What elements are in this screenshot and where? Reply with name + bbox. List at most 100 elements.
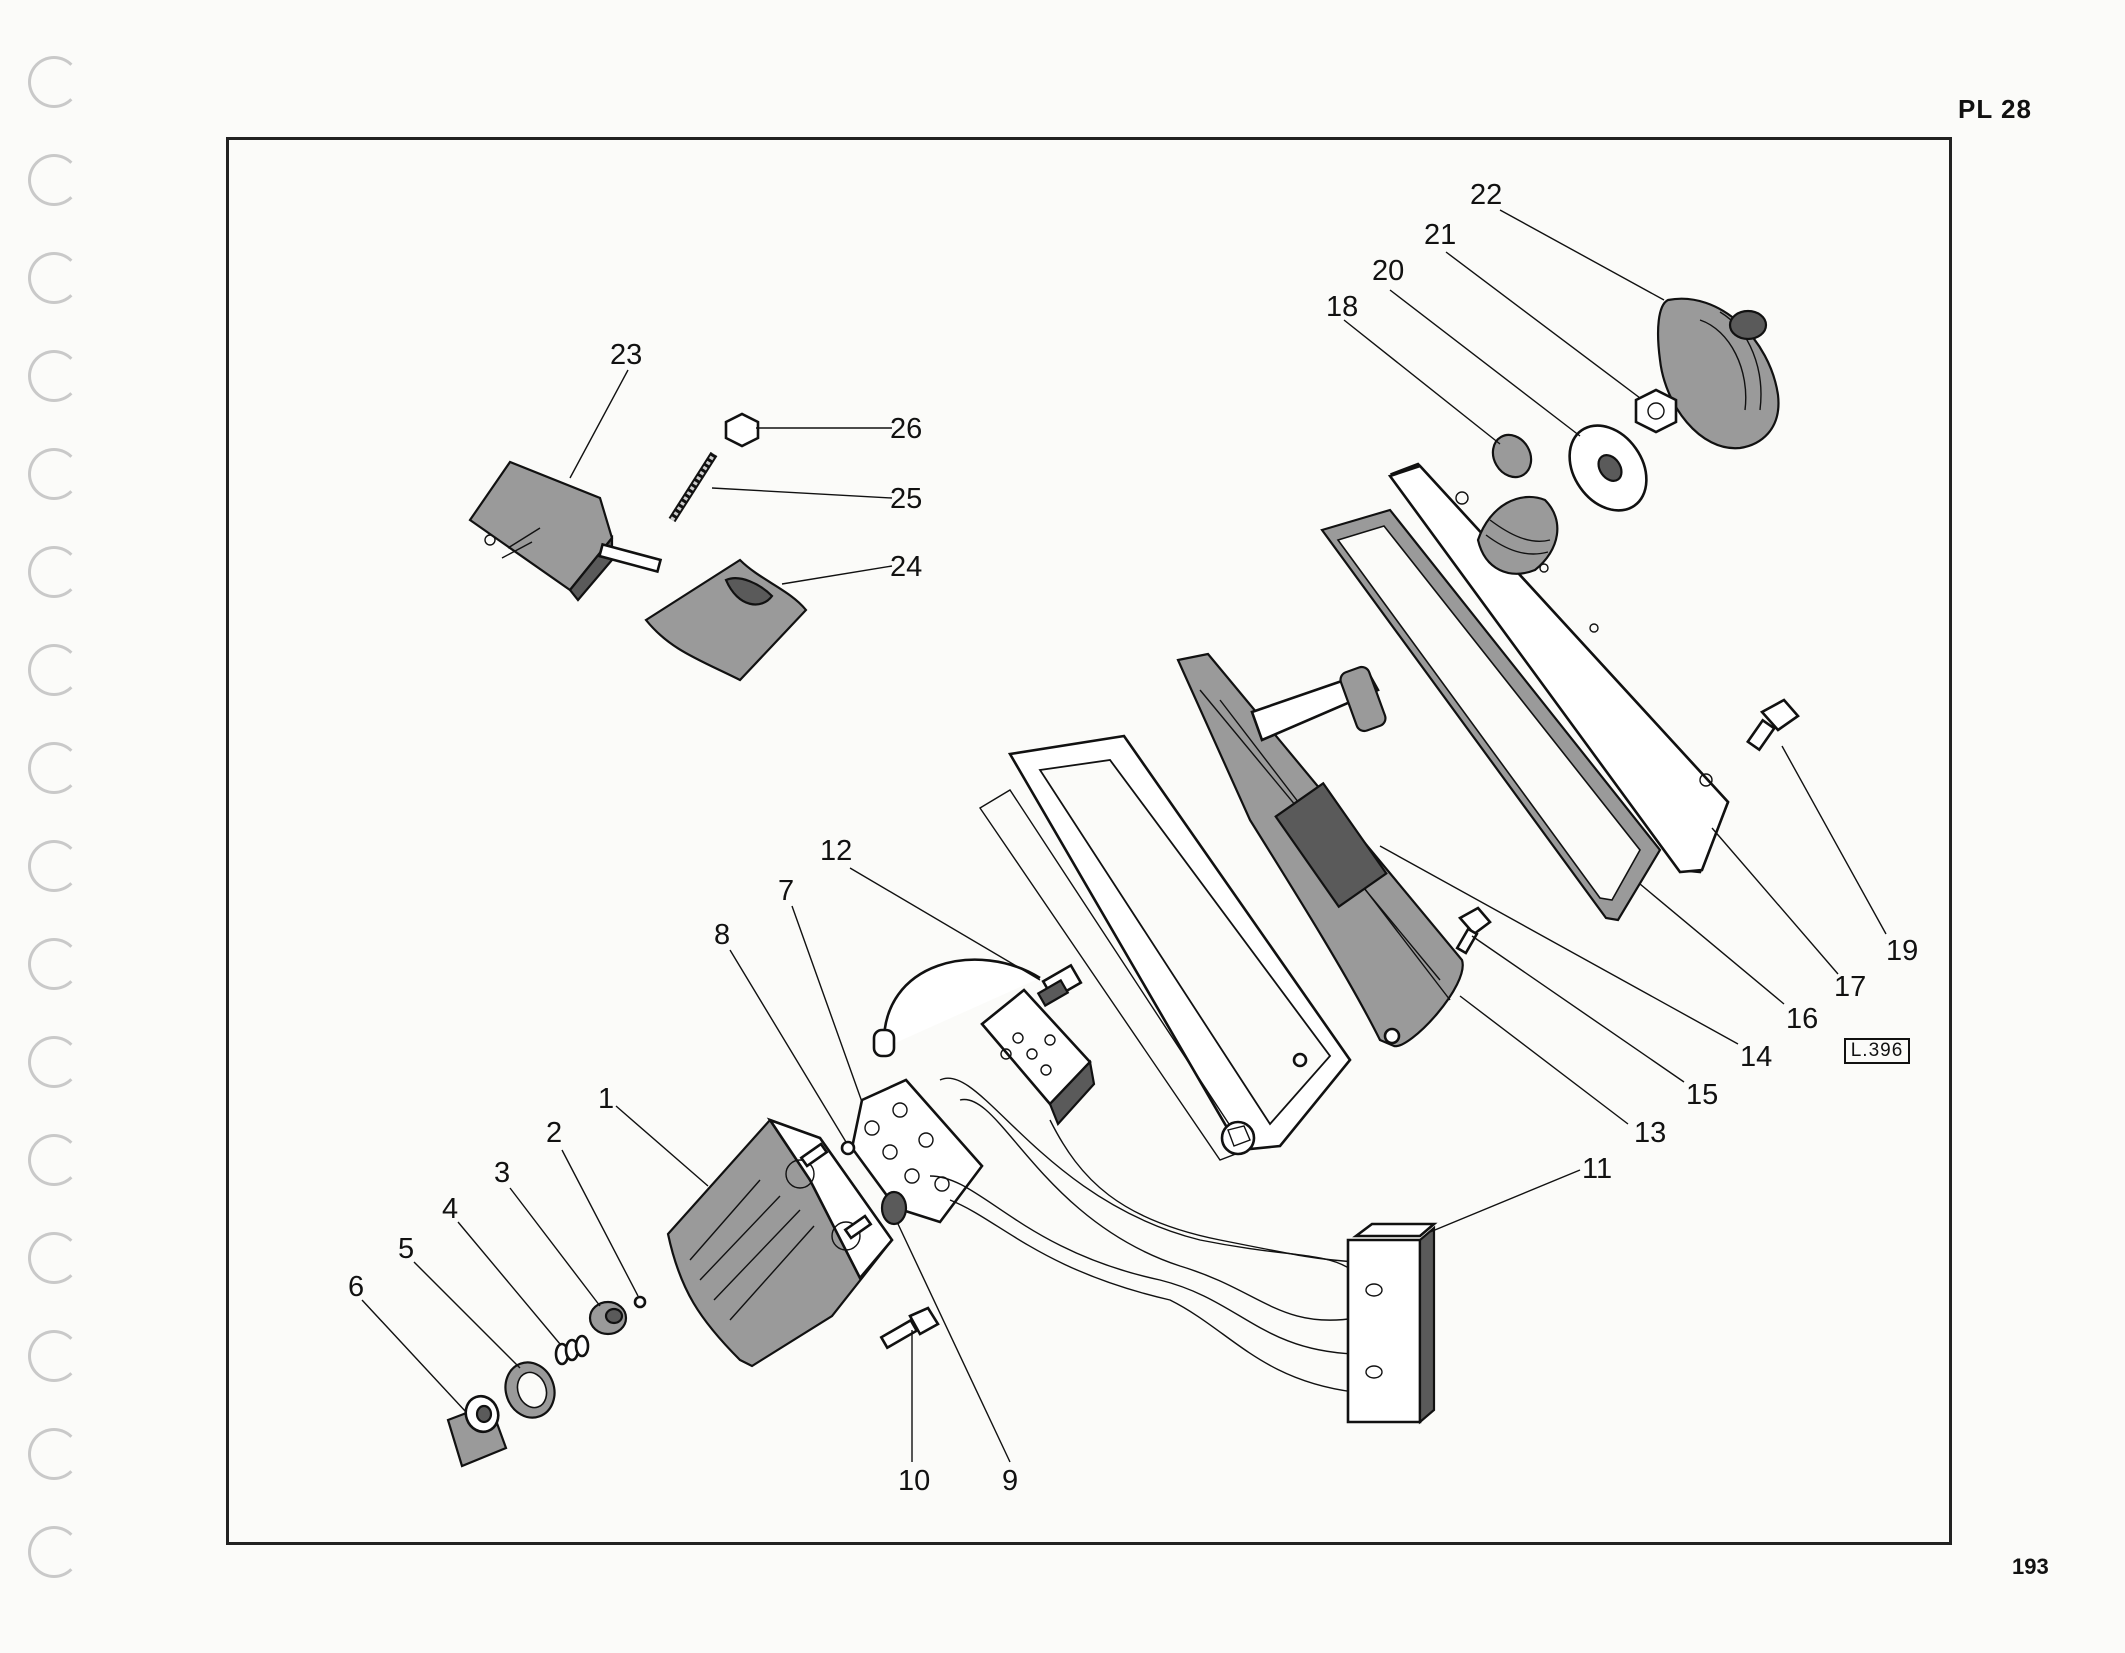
leader-line-16: [1639, 883, 1785, 1005]
callout-25: 25: [890, 483, 922, 515]
part-5-ring: [504, 1361, 556, 1419]
diagram-frame: [226, 137, 1952, 1545]
part-6-bush: [446, 1394, 508, 1468]
leader-line-8: [729, 949, 847, 1143]
part-10-bolt: [879, 1306, 940, 1350]
part-2-ring: [633, 1295, 647, 1309]
callout-1: 1: [598, 1083, 614, 1115]
leader-line-23: [569, 369, 629, 479]
tray-housing: [979, 734, 1352, 1161]
leader-line-15: [1471, 935, 1685, 1083]
leader-line-4: [457, 1221, 561, 1345]
part-9-washer: [880, 1190, 908, 1226]
part-17-top-plate: [1387, 462, 1730, 874]
callout-15: 15: [1686, 1079, 1718, 1111]
part-22-gaiter: [1656, 297, 1780, 450]
leader-lines: [361, 209, 1887, 1463]
part-4-spring: [554, 1334, 590, 1366]
binder-hole: [28, 546, 80, 598]
binder-hole: [28, 1428, 80, 1480]
callout-3: 3: [494, 1157, 510, 1189]
part-1-body: [666, 1117, 894, 1368]
callout-21: 21: [1424, 219, 1456, 251]
leader-line-20: [1389, 289, 1581, 437]
plate-label: PL 28: [1958, 94, 2032, 124]
callout-7: 7: [778, 875, 794, 907]
callout-22: 22: [1470, 179, 1502, 211]
part-21-nut: [1634, 388, 1678, 434]
leader-line-6: [361, 1299, 467, 1413]
leader-line-14: [1379, 845, 1739, 1045]
terminal-block: [980, 988, 1096, 1127]
binder-hole: [28, 938, 80, 990]
callout-10: 10: [898, 1465, 930, 1497]
part-11-connector: [1346, 1222, 1438, 1425]
leader-line-2: [561, 1149, 639, 1297]
part-3-nut: [588, 1300, 628, 1336]
callout-2: 2: [546, 1117, 562, 1149]
callout-8: 8: [714, 919, 730, 951]
leader-line-12: [849, 867, 1041, 981]
callout-numbers: 1234567891011121314151617181920212223242…: [348, 179, 1918, 1497]
binder-hole: [28, 1232, 80, 1284]
part-23-switch: [468, 460, 663, 602]
callout-26: 26: [890, 413, 922, 445]
part-18-cap: [1491, 433, 1533, 479]
callout-24: 24: [890, 551, 922, 583]
callout-16: 16: [1786, 1003, 1818, 1035]
binder-hole: [28, 448, 80, 500]
callout-23: 23: [610, 339, 642, 371]
binder-hole: [28, 1134, 80, 1186]
drawing-reference: L.396: [1844, 1038, 1910, 1064]
callout-17: 17: [1834, 971, 1866, 1003]
binder-hole: [28, 56, 80, 108]
callout-9: 9: [1002, 1465, 1018, 1497]
leader-line-7: [791, 905, 863, 1103]
leader-line-1: [615, 1105, 709, 1187]
binder-hole: [28, 742, 80, 794]
binder-hole: [28, 1036, 80, 1088]
leader-line-11: [1429, 1169, 1581, 1233]
binder-hole: [28, 1526, 80, 1578]
callout-18: 18: [1326, 291, 1358, 323]
callout-11: 11: [1582, 1153, 1612, 1185]
leader-line-3: [509, 1187, 601, 1307]
leader-line-18: [1343, 319, 1501, 445]
leader-line-25: [711, 487, 893, 499]
part-8-washer: [840, 1140, 856, 1156]
part-15-nipple: [1455, 906, 1492, 955]
leader-line-19: [1781, 745, 1887, 935]
page-number: 193: [2012, 1554, 2049, 1579]
part-20-washer: [1568, 424, 1648, 512]
part-19-bolt: [1745, 698, 1800, 752]
binder-hole: [28, 1330, 80, 1382]
part-24-boot: [644, 558, 808, 682]
wire-harness: [929, 1077, 1361, 1393]
binder-hole: [28, 644, 80, 696]
binder-hole: [28, 252, 80, 304]
leader-line-17: [1711, 827, 1839, 975]
callout-13: 13: [1634, 1117, 1666, 1149]
leader-line-13: [1459, 995, 1629, 1125]
callout-6: 6: [348, 1271, 364, 1303]
callout-4: 4: [442, 1193, 458, 1225]
leader-line-9: [897, 1223, 1011, 1463]
part-14-lever-arm: [1250, 665, 1388, 909]
callout-19: 19: [1886, 935, 1918, 967]
part-26-nut: [724, 412, 760, 448]
leader-line-5: [413, 1261, 521, 1369]
callout-5: 5: [398, 1233, 414, 1265]
part-12-screw: [1036, 963, 1083, 1008]
part-7-flange: [850, 1078, 984, 1224]
binder-hole: [28, 840, 80, 892]
part-16-gasket: [1320, 508, 1662, 922]
binder-hole: [28, 350, 80, 402]
callout-12: 12: [820, 835, 852, 867]
leader-line-21: [1445, 251, 1641, 399]
leader-line-22: [1499, 209, 1665, 301]
leader-line-24: [781, 565, 893, 585]
callout-14: 14: [1740, 1041, 1772, 1073]
binder-hole: [28, 154, 80, 206]
